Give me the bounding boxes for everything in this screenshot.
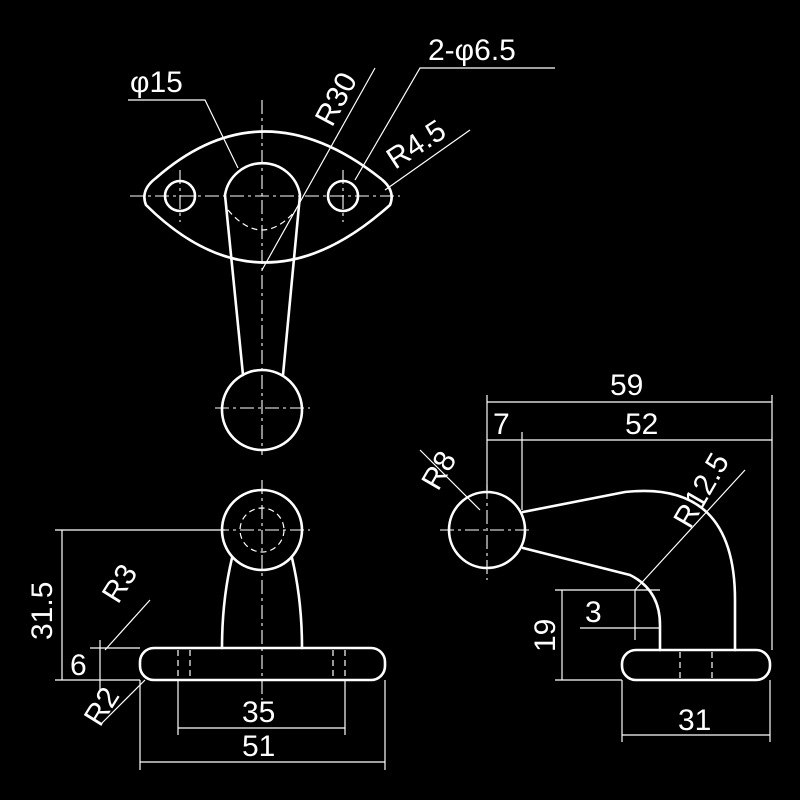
label-r3: R3 bbox=[96, 559, 144, 609]
leader-r8 bbox=[419, 449, 481, 511]
arm-outline bbox=[223, 161, 302, 377]
arm bbox=[521, 489, 737, 652]
front-view: 31.5 6 R3 R2 35 51 bbox=[26, 480, 387, 770]
label-59: 59 bbox=[610, 369, 643, 402]
label-3: 3 bbox=[585, 596, 602, 629]
leader-r3 bbox=[104, 599, 151, 651]
stem bbox=[220, 556, 304, 650]
label-r30: R30 bbox=[309, 67, 364, 131]
leader-dia15 bbox=[128, 99, 239, 169]
label-35: 35 bbox=[242, 696, 275, 729]
label-52: 52 bbox=[625, 408, 658, 441]
label-7: 7 bbox=[493, 408, 510, 441]
leader-r2 bbox=[99, 679, 146, 726]
label-holes: 2-φ6.5 bbox=[428, 34, 516, 67]
side-view: 59 7 52 R8 R12.5 19 3 31 bbox=[415, 369, 773, 742]
base bbox=[620, 648, 772, 682]
label-r2: R2 bbox=[78, 682, 126, 732]
label-31-5: 31.5 bbox=[26, 582, 59, 640]
leader-r30 bbox=[261, 67, 376, 271]
label-31: 31 bbox=[678, 704, 711, 737]
leader-holes bbox=[354, 67, 555, 181]
label-r45: R4.5 bbox=[381, 114, 452, 176]
leader-r45 bbox=[384, 129, 471, 191]
top-view: φ15 R30 2-φ6.5 R4.5 bbox=[128, 34, 555, 455]
flange-outline bbox=[143, 130, 393, 264]
label-dia15: φ15 bbox=[130, 66, 183, 99]
label-6: 6 bbox=[70, 649, 87, 682]
label-19: 19 bbox=[529, 619, 562, 652]
label-51: 51 bbox=[242, 730, 275, 763]
leader-r125 bbox=[634, 469, 746, 591]
